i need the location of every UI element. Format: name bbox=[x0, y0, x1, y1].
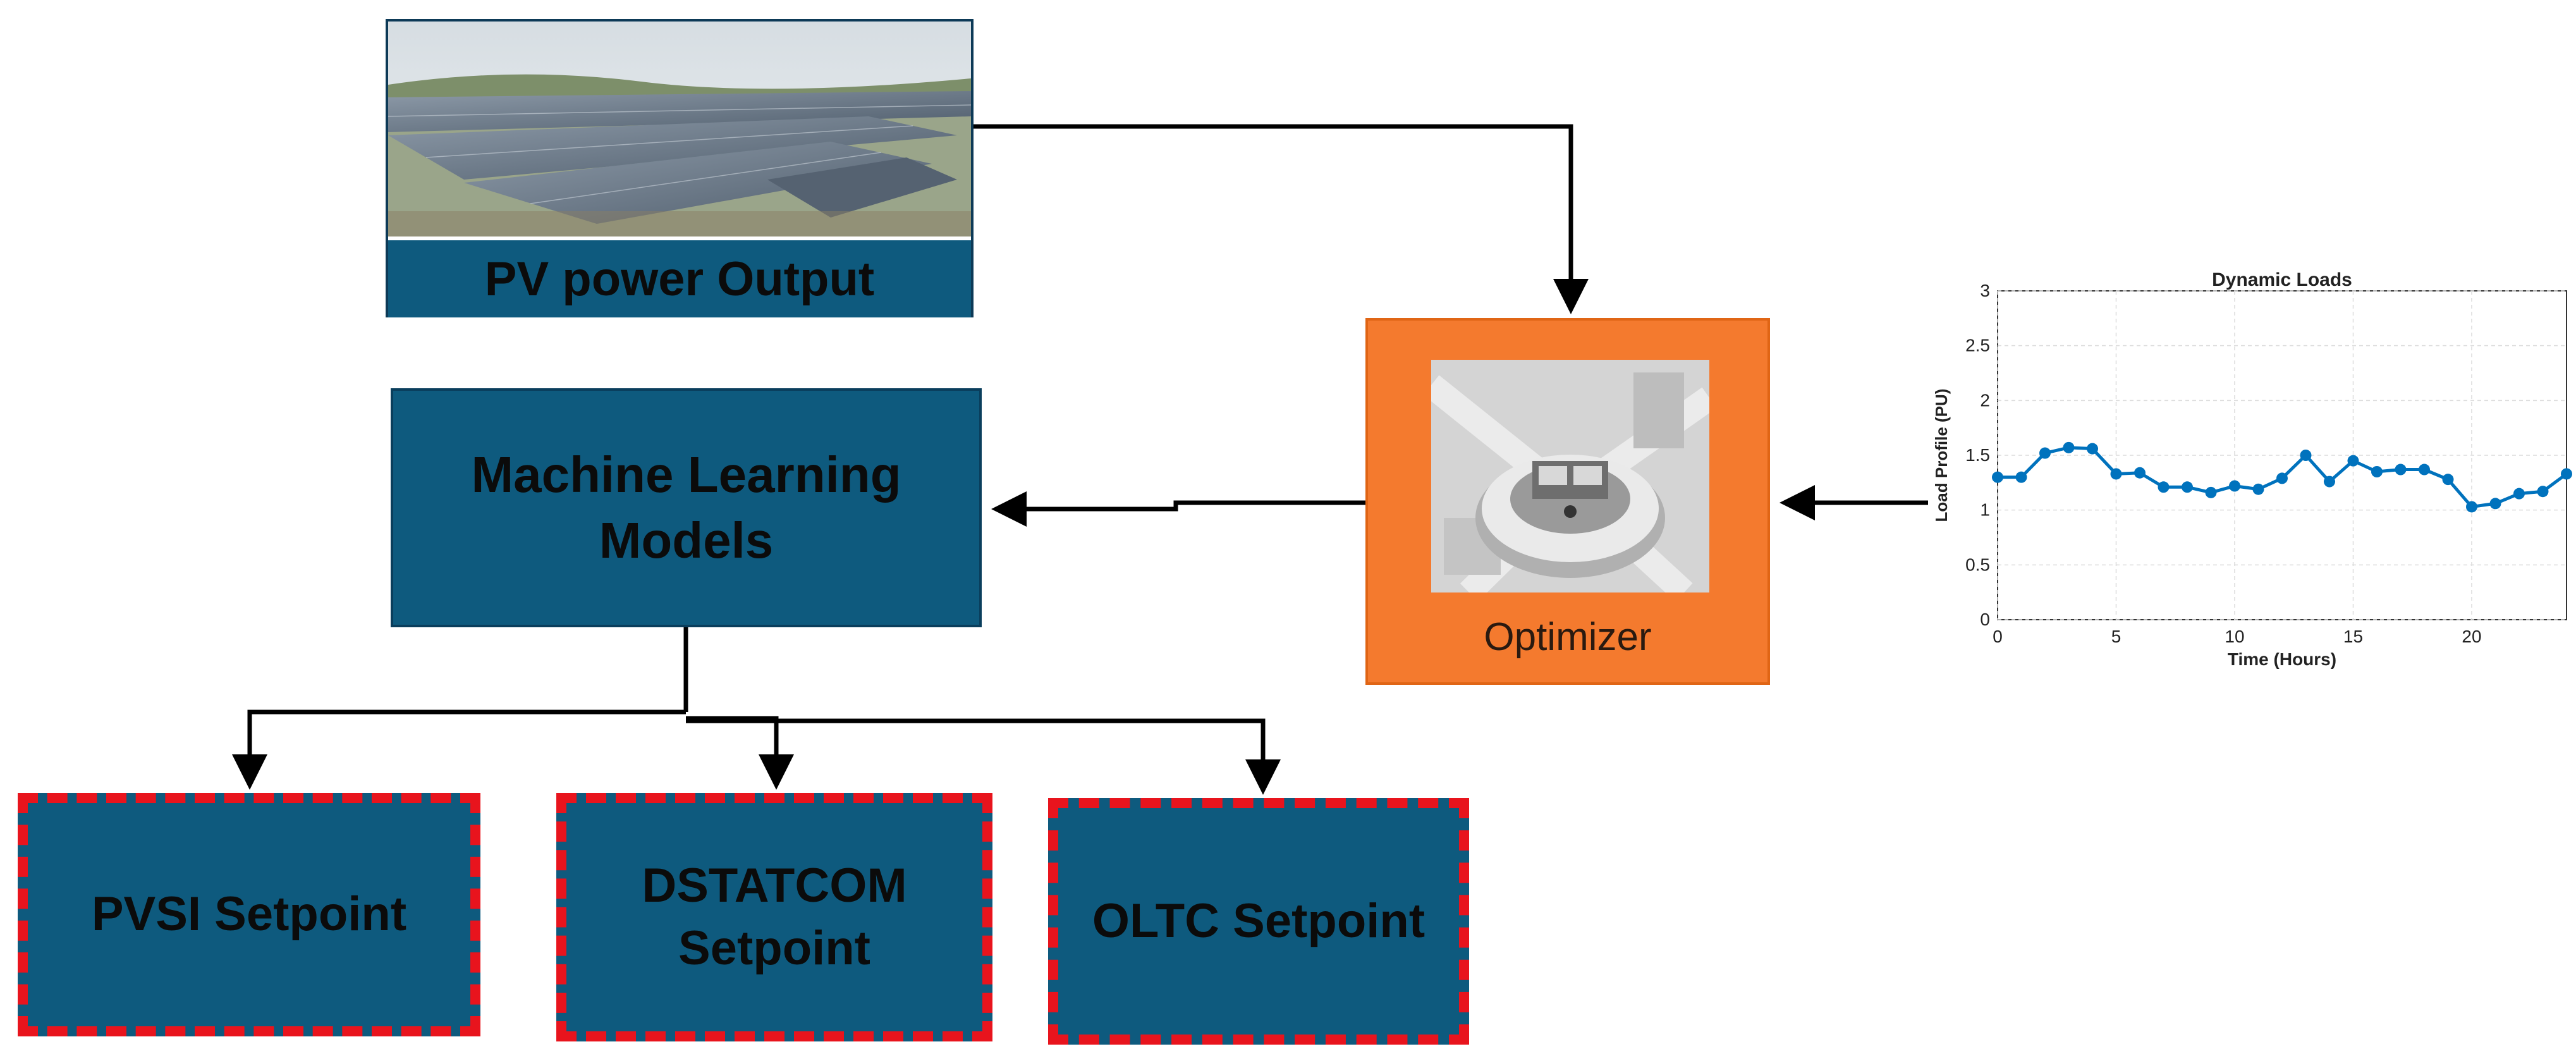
x-tick-label: 5 bbox=[2111, 627, 2121, 646]
pv-output-label: PV power Output bbox=[388, 236, 971, 317]
load-data-point bbox=[2300, 450, 2312, 461]
y-tick-label: 0 bbox=[1980, 610, 1990, 629]
arrow-optimizer-to-ml bbox=[991, 491, 1365, 527]
ml-models-label: Machine Learning Models bbox=[471, 446, 901, 568]
y-tick-label: 1 bbox=[1980, 500, 1990, 520]
load-data-point bbox=[2371, 466, 2383, 477]
load-data-point bbox=[2205, 486, 2217, 498]
oltc-setpoint-label: OLTC Setpoint bbox=[1092, 893, 1425, 948]
load-data-point bbox=[2158, 481, 2170, 493]
load-data-point bbox=[2347, 455, 2359, 467]
optimizer-label: Optimizer bbox=[1484, 615, 1652, 659]
load-data-point bbox=[2063, 441, 2075, 453]
load-data-point bbox=[2276, 472, 2288, 484]
load-data-point bbox=[2395, 464, 2407, 476]
y-tick-label: 1.5 bbox=[1965, 445, 1990, 465]
x-tick-label: 20 bbox=[2462, 627, 2481, 646]
load-data-point bbox=[2087, 443, 2098, 455]
dynamic-loads-chart: Dynamic Loads 0 5 10 15 20 0 0.5 1 1.5 2 2.5 3 Time… bbox=[1932, 269, 2572, 669]
arrow-ml-to-dstatcom bbox=[686, 716, 794, 790]
load-data-point bbox=[2039, 447, 2051, 459]
optimizer-block: Optimizer bbox=[1365, 318, 1770, 685]
load-data-point bbox=[2324, 476, 2335, 488]
x-tick-label: 0 bbox=[1993, 627, 2003, 646]
load-data-point bbox=[2110, 468, 2122, 480]
load-data-point bbox=[1992, 471, 2003, 483]
control-room-illustration bbox=[1431, 360, 1709, 592]
machine-learning-models-block: Machine Learning Models bbox=[391, 388, 982, 627]
pv-output-block: PV power Output bbox=[386, 19, 974, 317]
arrow-ml-to-oltc bbox=[686, 718, 1281, 795]
pvsi-setpoint-box: PVSI Setpoint bbox=[18, 793, 480, 1036]
y-tick-label: 0.5 bbox=[1965, 555, 1990, 574]
dstatcom-setpoint-label: DSTATCOM Setpoint bbox=[642, 858, 907, 975]
y-tick-label: 3 bbox=[1980, 281, 1990, 300]
chart-x-axis-label: Time (Hours) bbox=[2228, 649, 2336, 669]
load-data-point bbox=[2442, 474, 2454, 486]
load-data-point bbox=[2489, 498, 2501, 510]
chart-title: Dynamic Loads bbox=[2212, 269, 2352, 290]
load-data-point bbox=[2466, 501, 2477, 513]
x-tick-label: 15 bbox=[2343, 627, 2363, 646]
y-tick-label: 2 bbox=[1980, 390, 1990, 410]
load-data-point bbox=[2561, 468, 2572, 480]
load-data-point bbox=[2537, 486, 2549, 498]
chart-y-axis-label: Load Profile (PU) bbox=[1932, 389, 1951, 522]
arrow-pv-to-optimizer bbox=[974, 124, 1589, 314]
oltc-setpoint-box: OLTC Setpoint bbox=[1048, 798, 1469, 1045]
load-data-point bbox=[2419, 464, 2430, 476]
load-data-point bbox=[2513, 488, 2525, 500]
load-data-point bbox=[2252, 483, 2264, 495]
dstatcom-setpoint-box: DSTATCOM Setpoint bbox=[556, 793, 992, 1041]
load-data-point bbox=[2182, 481, 2193, 493]
load-data-point bbox=[2229, 480, 2240, 492]
load-data-point bbox=[2134, 467, 2146, 479]
load-data-point bbox=[2015, 471, 2027, 483]
pvsi-setpoint-label: PVSI Setpoint bbox=[91, 887, 407, 942]
y-tick-label: 2.5 bbox=[1965, 336, 1990, 355]
x-tick-label: 10 bbox=[2225, 627, 2244, 646]
solar-panel-photo bbox=[388, 21, 971, 236]
arrow-ml-to-pvsi bbox=[232, 709, 686, 790]
